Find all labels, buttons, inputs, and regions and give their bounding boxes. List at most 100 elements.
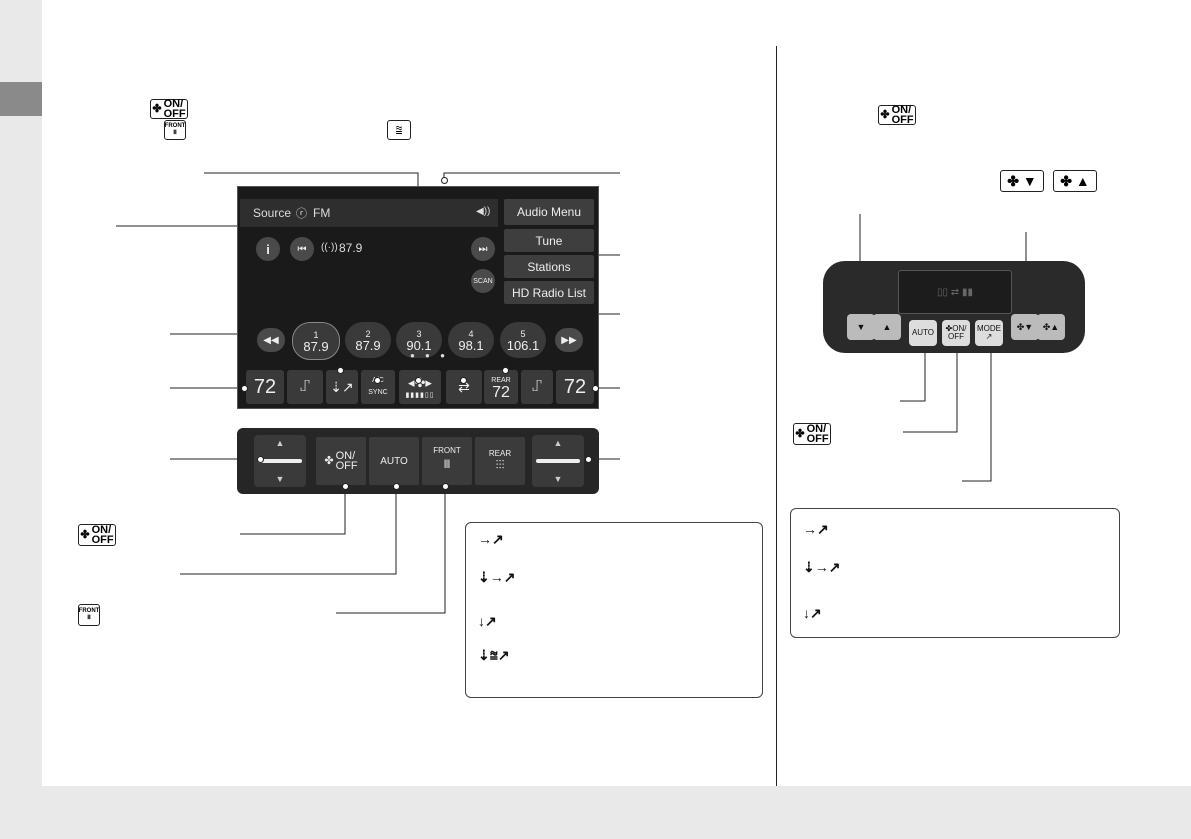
fan-on-off-icon-rightpanel: ✤ON/OFF xyxy=(793,423,831,445)
icon-off-text-rp: OFF xyxy=(806,433,829,445)
icon-on-text: ON/ xyxy=(163,98,184,110)
recirculation-icon[interactable]: ⇄ xyxy=(446,370,482,404)
icon-off-text-bottom: OFF xyxy=(91,534,114,546)
front-icon-text-bottom: FRONT xyxy=(78,608,100,614)
passenger-temp-rocker[interactable]: ▲▼ xyxy=(532,435,584,487)
icon-off-text-right: OFF xyxy=(891,114,914,126)
rear-temp-up-button[interactable]: ▲ xyxy=(873,314,901,340)
skip-forward-icon[interactable]: ⏭ xyxy=(471,237,495,261)
rear-fan-down-button[interactable]: ✤▼ xyxy=(1011,314,1039,340)
scan-button[interactable]: SCAN xyxy=(471,269,495,293)
driver-seat-heat-icon[interactable]: ⑀ xyxy=(287,370,323,404)
callout-dot xyxy=(441,177,448,184)
callout-dot xyxy=(592,385,599,392)
icon-on-text-bottom: ON/ xyxy=(91,524,112,536)
hd-radio-list-button[interactable]: HD Radio List xyxy=(504,281,594,304)
icon-on-text-right: ON/ xyxy=(891,104,912,116)
preset-num: 3 xyxy=(416,329,422,339)
ac-sync-button[interactable]: A/CSYNC xyxy=(361,370,395,404)
source-button[interactable]: Source xyxy=(253,206,292,220)
preset-num: 4 xyxy=(468,329,474,339)
column-divider xyxy=(776,46,777,786)
bottom-margin-bar xyxy=(42,786,1191,839)
passenger-temp-button[interactable]: 72 xyxy=(556,370,594,404)
rear-on-off-button[interactable]: ✤ON/OFF xyxy=(942,320,970,346)
rear-climate-display: ▯▯ ⇄ ▮▮ xyxy=(898,270,1012,314)
passenger-seat-heat-icon[interactable]: ⑀ xyxy=(521,370,553,404)
auto-label: AUTO xyxy=(380,455,408,467)
icon-off-text: OFF xyxy=(163,108,186,120)
bilevel-vent-icon: ⇣→↗ xyxy=(803,559,841,575)
preset-freq: 106.1 xyxy=(506,338,540,353)
rear-temp-down-button[interactable]: ▼ xyxy=(847,314,875,340)
screen-header xyxy=(240,199,498,227)
current-frequency: 87.9 xyxy=(339,241,363,255)
callout-dot xyxy=(337,367,344,374)
callout-dot xyxy=(585,456,592,463)
face-vent-icon: →↗ xyxy=(803,521,829,537)
callout-dot xyxy=(241,385,248,392)
page-dots: ● ● ● xyxy=(410,351,449,360)
rear-auto-button[interactable]: AUTO xyxy=(909,320,937,346)
preset-num: 2 xyxy=(365,329,371,339)
rear-off-label: OFF xyxy=(948,332,964,341)
on-label: ON/ xyxy=(335,450,356,462)
rear-mode-button[interactable]: MODE↗ xyxy=(975,320,1003,346)
section-tab xyxy=(0,82,42,116)
front-label: FRONT xyxy=(433,446,461,455)
sync-label: SYNC xyxy=(368,389,388,396)
off-label: OFF xyxy=(335,460,358,472)
callout-dot xyxy=(460,377,467,384)
fan-down-icon: ✤ ▼ xyxy=(1000,170,1044,192)
callout-dot xyxy=(393,483,400,490)
rear-fan-up-button[interactable]: ✤▲ xyxy=(1037,314,1065,340)
preset-num: 5 xyxy=(520,329,526,339)
mode-vent-icon[interactable]: ⇣↗ xyxy=(326,370,358,404)
rear-auto-label: AUTO xyxy=(911,328,935,337)
left-margin-bar xyxy=(0,0,42,839)
climate-on-off-button[interactable]: ✤ON/OFF xyxy=(316,437,366,485)
fan-speed-button[interactable]: ◂✤▸▮▮▮▮▯▯ xyxy=(399,370,441,404)
preset-num: 1 xyxy=(313,330,319,340)
skip-back-icon[interactable]: ⏮ xyxy=(290,237,314,261)
floor-defrost-vent-icon: ⇣⩰↗ xyxy=(478,647,510,663)
passenger-temp: 72 xyxy=(563,375,587,398)
stations-button[interactable]: Stations xyxy=(504,255,594,278)
callout-dot xyxy=(415,377,422,384)
rear-temp: 72 xyxy=(492,384,510,401)
preset-freq: 87.9 xyxy=(355,338,381,353)
driver-temp-button[interactable]: 72 xyxy=(246,370,284,404)
fan-on-off-icon: ✤ON/OFF xyxy=(150,98,188,120)
band-label: FM xyxy=(313,206,331,220)
tune-button[interactable]: Tune xyxy=(504,229,594,252)
auto-button[interactable]: AUTO xyxy=(369,437,419,485)
seek-back-icon[interactable]: ◀◀ xyxy=(257,328,285,352)
front-icon-text: FRONT xyxy=(164,123,186,129)
rear-label: REAR xyxy=(491,377,511,384)
signal-icon: ((·)) xyxy=(321,242,338,253)
preset-freq: 87.9 xyxy=(303,339,329,354)
airflow-legend-right: →↗ ⇣→↗ ↓↗ xyxy=(790,508,1120,638)
callout-dot xyxy=(442,483,449,490)
bilevel-vent-icon: ⇣→↗ xyxy=(478,569,516,585)
seek-forward-icon[interactable]: ▶▶ xyxy=(555,328,583,352)
info-icon[interactable]: i xyxy=(256,237,280,261)
audio-menu-button[interactable]: Audio Menu xyxy=(504,199,594,225)
rear-mode-label: MODE xyxy=(977,324,1001,333)
rear-defrost-button[interactable]: REAR⫶⫶⫶ xyxy=(475,437,525,485)
callout-dot xyxy=(342,483,349,490)
face-vent-icon: →↗ xyxy=(478,531,504,547)
defrost-icon: ⩰ xyxy=(387,120,411,140)
driver-temp: 72 xyxy=(253,375,277,398)
fan-up-icon: ✤ ▲ xyxy=(1053,170,1097,192)
airflow-legend-left: →↗ ⇣→↗ ↓↗ ⇣⩰↗ xyxy=(465,522,763,698)
fan-on-off-icon-bottom: ✤ON/OFF xyxy=(78,524,116,546)
